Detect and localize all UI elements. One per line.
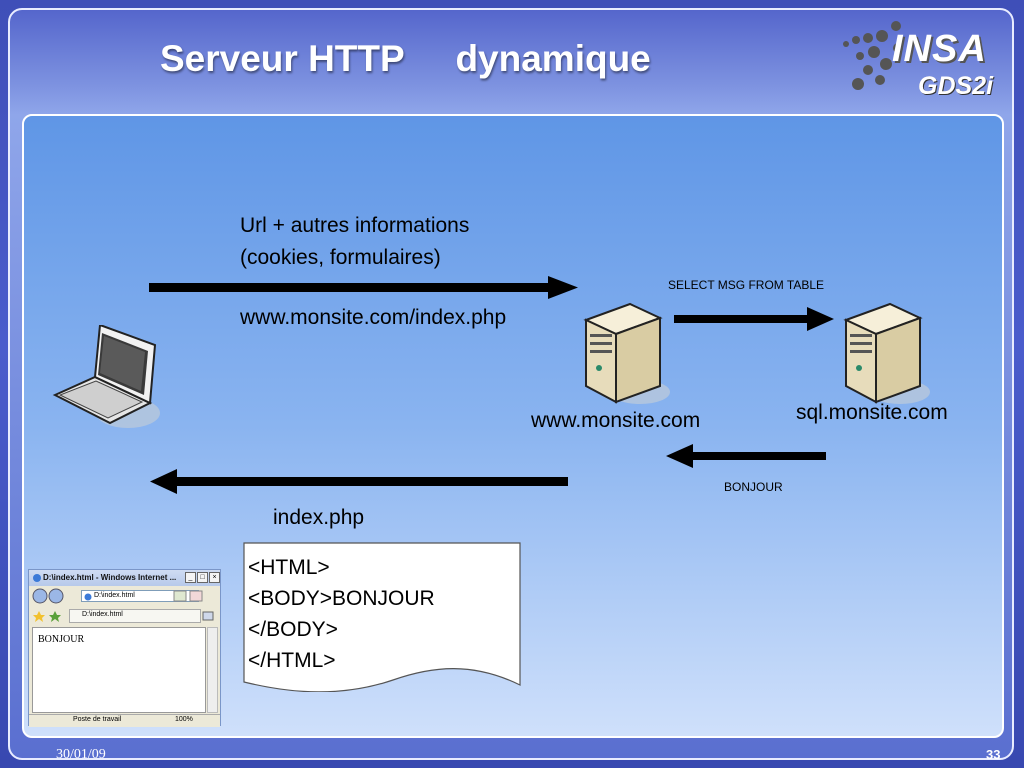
insa-logo-dots [843,21,903,90]
response-file-label: index.php [273,506,365,529]
ie-icon [33,574,41,582]
slide-title: Serveur HTTP dynamique [160,38,651,80]
status-zone: Poste de travail [73,716,122,723]
favorites-icon[interactable] [33,610,65,622]
web-server-icon [583,302,670,404]
page-number: 33 [986,747,1001,762]
browser-content: BONJOUR [32,627,206,713]
request-info-line1: Url + autres informations [240,214,470,237]
back-forward-icon[interactable] [32,588,66,604]
address-text: D:\index.html [94,592,135,599]
response-arrow [150,469,568,494]
title-part1: Serveur HTTP [160,38,405,79]
footer-date: 30/01/09 [56,747,106,762]
status-bar: Poste de travail 100% [29,714,220,727]
db-server-label: sql.monsite.com [796,401,948,424]
database-server-icon [843,302,930,404]
sql-query-arrow [674,307,834,331]
html-code-block: <HTML> <BODY>BONJOUR </BODY> </HTML> [248,552,435,676]
html-document-shape [243,542,521,692]
browser-titlebar: D:\index.html - Windows Internet ... _ □… [29,570,220,586]
home-icon[interactable] [201,610,217,622]
address-bar[interactable]: D:\index.html [81,590,199,602]
code-line: <HTML> [248,556,330,579]
zoom-level[interactable]: 100% [175,716,193,723]
close-icon[interactable]: × [209,572,220,583]
maximize-icon[interactable]: □ [197,572,208,583]
db-response-arrow [666,444,826,468]
browser-window: D:\index.html - Windows Internet ... _ □… [28,569,221,727]
refresh-stop-icon[interactable] [173,590,205,602]
logo-insa-text: INSA [892,28,987,70]
title-part2: dynamique [455,38,651,79]
request-url: www.monsite.com/index.php [240,306,507,329]
page-content-text: BONJOUR [38,634,85,645]
request-arrow [149,276,578,299]
browser-title: D:\index.html - Windows Internet ... [43,573,177,582]
tab-label: D:\index.html [82,611,123,618]
sql-query-label: SELECT MSG FROM TABLE [668,278,825,292]
minimize-icon[interactable]: _ [185,572,196,583]
logo-gds2i-text: GDS2i [918,72,994,100]
code-line: </HTML> [248,649,336,672]
browser-tab[interactable]: D:\index.html [69,609,201,623]
page-icon [84,593,92,601]
code-line: <BODY>BONJOUR [248,587,435,610]
db-response-label: BONJOUR [724,480,783,494]
code-line: </BODY> [248,618,338,641]
vertical-scrollbar[interactable] [207,627,218,713]
request-info-line2: (cookies, formulaires) [240,246,441,269]
web-server-label: www.monsite.com [531,409,701,432]
laptop-icon [52,325,160,428]
